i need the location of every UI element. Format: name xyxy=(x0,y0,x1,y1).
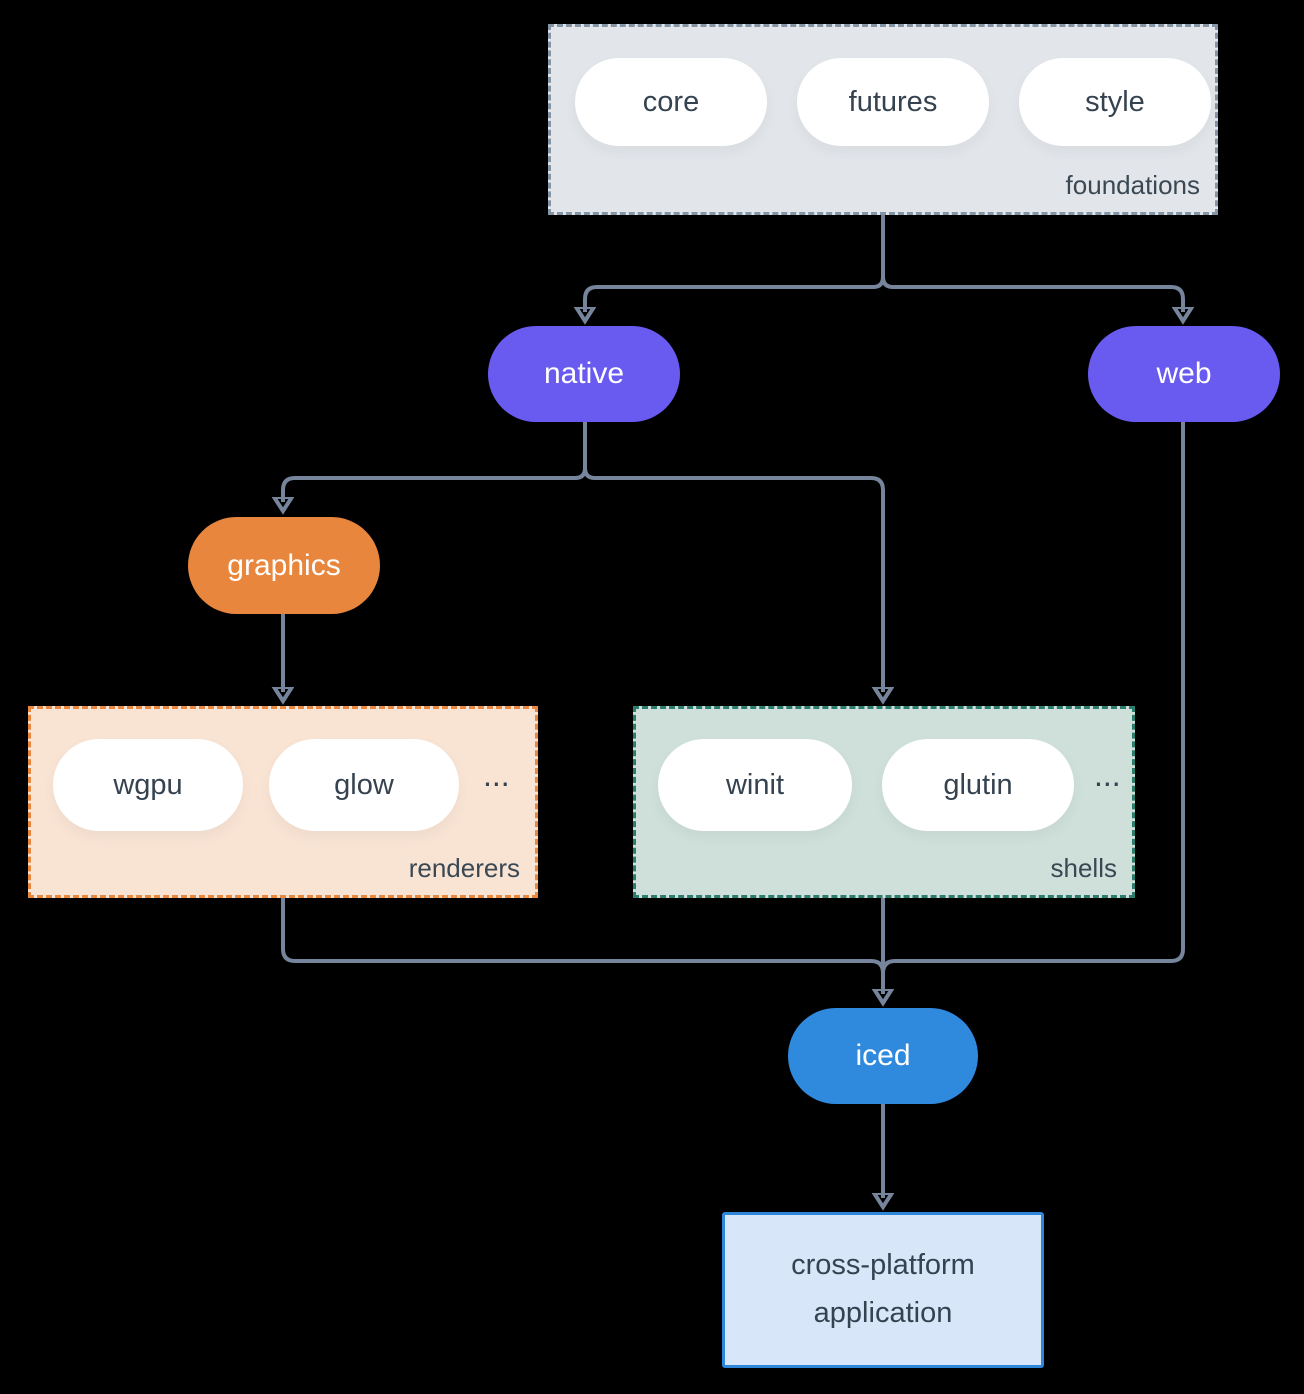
graphics-node-label: graphics xyxy=(227,548,341,582)
iced-node: iced xyxy=(788,1008,978,1104)
glutin-pill-label: glutin xyxy=(943,768,1013,801)
glow-pill-label: glow xyxy=(334,768,394,801)
style-pill: style xyxy=(1019,58,1211,146)
foundations-group-label: foundations xyxy=(1065,170,1200,200)
winit-pill-label: winit xyxy=(725,768,784,801)
core-pill: core xyxy=(575,58,767,146)
renderers-ellipsis: ... xyxy=(483,757,510,793)
futures-pill: futures xyxy=(797,58,989,146)
wgpu-pill: wgpu xyxy=(53,739,243,831)
application-box-label: cross-platform application xyxy=(791,1249,975,1329)
futures-pill-label: futures xyxy=(848,85,938,118)
glutin-pill: glutin xyxy=(882,739,1074,831)
graphics-node: graphics xyxy=(188,517,380,614)
iced-node-label: iced xyxy=(855,1039,911,1072)
renderers-group-label: renderers xyxy=(408,853,520,883)
foundations-group: core futures style foundations xyxy=(548,24,1218,215)
edge-native-to-graphics xyxy=(283,422,587,502)
edge-foundations-to-native xyxy=(585,215,885,312)
shells-group-label: shells xyxy=(1050,853,1117,883)
web-node-label: web xyxy=(1156,357,1212,390)
native-node: native xyxy=(488,326,680,422)
edge-native-to-shells xyxy=(583,422,883,692)
edge-renderers-to-iced xyxy=(281,898,885,974)
wgpu-pill-label: wgpu xyxy=(113,768,183,801)
winit-pill: winit xyxy=(658,739,852,831)
renderers-group: wgpu glow ... renderers xyxy=(28,706,538,898)
core-pill-label: core xyxy=(642,85,700,118)
web-node: web xyxy=(1088,326,1280,422)
shells-ellipsis: ... xyxy=(1094,757,1121,793)
application-box: cross-platform application xyxy=(722,1212,1044,1368)
glow-pill: glow xyxy=(269,739,459,831)
style-pill-label: style xyxy=(1085,85,1145,118)
shells-group: winit glutin ... shells xyxy=(633,706,1135,898)
edge-foundations-to-web xyxy=(881,215,1183,312)
native-node-label: native xyxy=(543,357,625,390)
